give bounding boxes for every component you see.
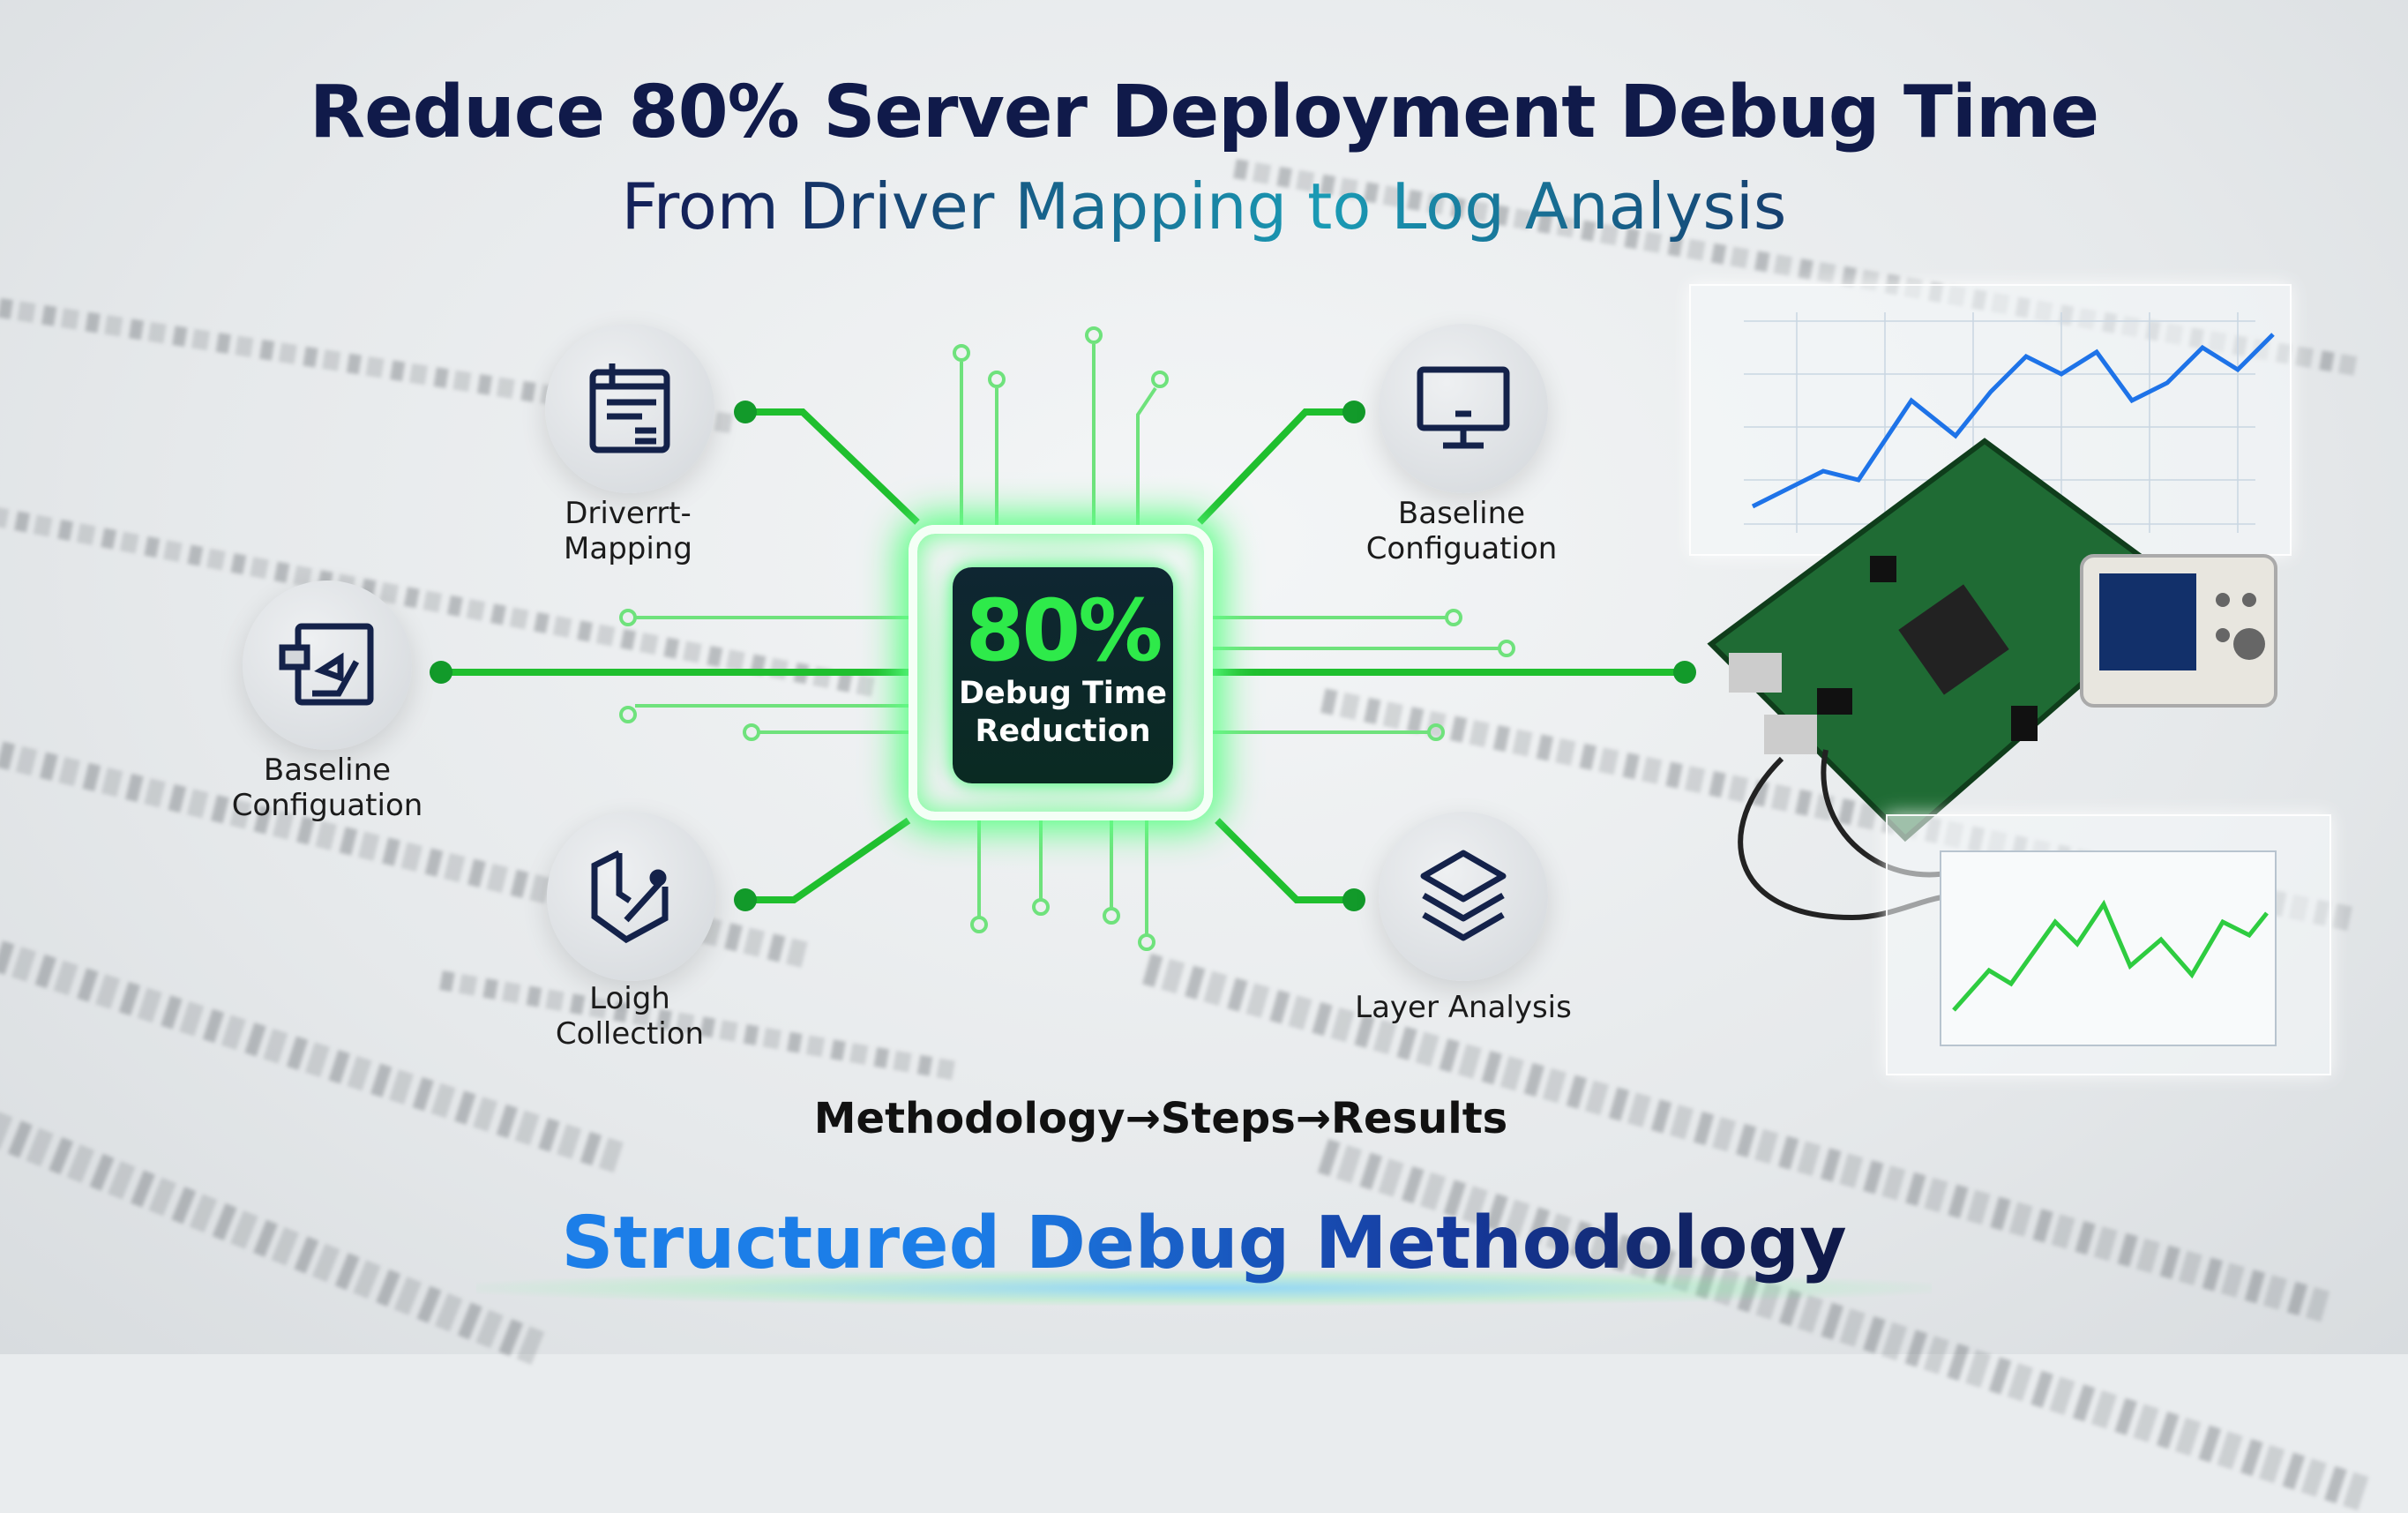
step-label-line: Configuation (1365, 531, 1558, 566)
circuit-connectors (430, 326, 1696, 951)
monitor-icon (1417, 366, 1510, 449)
page-title: Reduce 80% Server Deployment Debug Time (309, 71, 2099, 154)
step-log-collection (547, 812, 716, 981)
step-label-layer-analysis: Layer Analysis (1355, 990, 1572, 1025)
step-label-line: Collection (555, 1016, 705, 1052)
reduction-chip: 80% Debug Time Reduction (953, 567, 1173, 783)
page-subtitle: From Driver Mapping to Log Analysis (0, 169, 2408, 243)
reduction-percent: 80% (965, 581, 1163, 680)
step-label-line: Baseline (263, 753, 392, 788)
step-label-line: Driverrt- (565, 496, 692, 531)
step-label-line: Loigh (589, 981, 670, 1016)
flow-caption: Methodology→Steps→Results (813, 1094, 1508, 1143)
config-box-icon (279, 623, 374, 706)
footer-glow (476, 1270, 1932, 1306)
step-layer-analysis (1379, 812, 1548, 981)
chip-frame (909, 525, 1213, 820)
green-line-chart-graphic (1940, 850, 2277, 1046)
step-label-driver-mapping: Driverrt-Mapping (487, 496, 769, 566)
step-driver-mapping (545, 324, 714, 493)
collection-icon (591, 850, 669, 944)
footer-title: Structured Debug Methodology (0, 1202, 2408, 1285)
connector-baseline-right (1197, 408, 1354, 525)
circuit-board-illustration (1707, 438, 2277, 921)
document-icon (589, 363, 670, 453)
connector-layer (1215, 818, 1354, 903)
step-label-line: Configuation (231, 788, 423, 823)
step-baseline-configuration-left (243, 580, 412, 750)
step-baseline-configuration-right (1379, 324, 1548, 493)
chart-panel-bottom (1886, 814, 2331, 1075)
connector-driver (745, 408, 920, 525)
connector-log (745, 817, 911, 903)
step-label-line: Mapping (564, 531, 692, 566)
layers-icon (1420, 850, 1507, 941)
step-label-line: Baseline (1397, 496, 1526, 531)
reduction-line2: Reduction (975, 714, 1151, 749)
reduction-line1: Debug Time (958, 676, 1168, 711)
